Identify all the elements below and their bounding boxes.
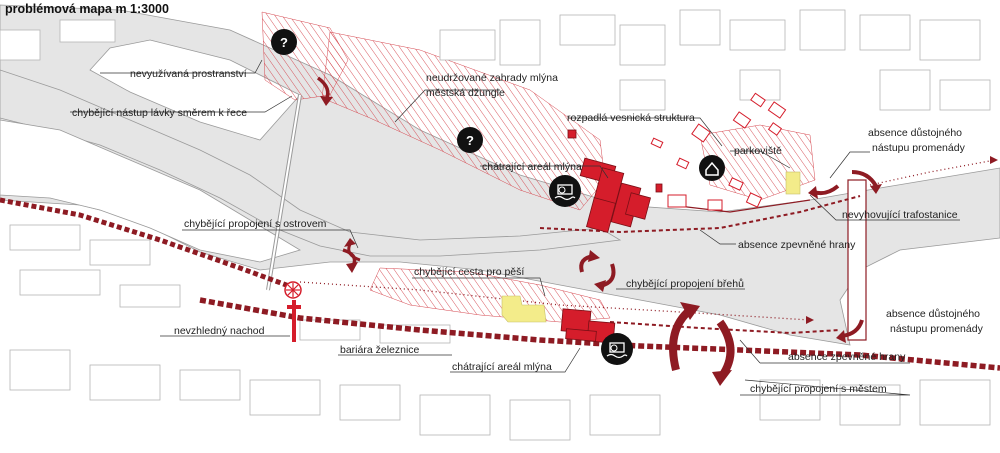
nachod-marker bbox=[292, 300, 296, 342]
arrow-promenady-top bbox=[808, 170, 882, 199]
label-absence-hrany-bot: absence zpevněné hrany bbox=[788, 351, 906, 363]
bank-line-bot bbox=[609, 321, 841, 335]
question-icon: ? bbox=[271, 29, 297, 55]
dotted-path-cesta bbox=[299, 281, 811, 321]
label-bariera: bariára železnice bbox=[340, 344, 420, 356]
label-neudrzovane-1: neudržované zahrady mlýna bbox=[426, 72, 558, 84]
house-icon bbox=[699, 155, 725, 181]
label-absence-dust-bot-1: absence důstojného bbox=[886, 308, 980, 320]
svg-text:?: ? bbox=[280, 35, 288, 50]
arrow-dotted-tip bbox=[806, 156, 998, 324]
river-channel bbox=[0, 69, 622, 257]
label-chybejici-mestem: chybějící propojení s městem bbox=[750, 383, 887, 395]
bank-line-top bbox=[539, 195, 861, 234]
label-chatrajici-bot: chátrající areál mlýna bbox=[452, 361, 552, 373]
question-icon: ? bbox=[457, 127, 483, 153]
leader-lines bbox=[70, 59, 960, 396]
label-absence-hrany-top: absence zpevněné hrany bbox=[738, 239, 856, 251]
label-nevzhledny: nevzhledný nachod bbox=[174, 325, 265, 337]
transformer-icon bbox=[284, 281, 302, 299]
street-line bbox=[669, 199, 811, 213]
context-buildings bbox=[0, 9, 991, 441]
label-parkoviste: parkoviště bbox=[734, 145, 782, 157]
mill-complex-top bbox=[567, 92, 787, 233]
label-chybejici-ostrov: chybějící propojení s ostrovem bbox=[184, 218, 327, 230]
label-absence-dust-top-1: absence důstojného bbox=[868, 127, 962, 139]
island bbox=[0, 119, 301, 263]
label-chybejici-nastup: chybějící nástup lávky směrem k řece bbox=[72, 107, 247, 119]
label-chybejici-cesta: chybějící cesta pro pěší bbox=[414, 266, 524, 278]
railway-main bbox=[199, 297, 1000, 371]
label-nevyuzivana: nevyužívaná prostranství bbox=[130, 68, 247, 80]
label-chatrajici-top: chátrající areál mlýna bbox=[482, 161, 582, 173]
label-absence-dust-bot-2: nástupu promenády bbox=[890, 323, 984, 335]
arrow-mestem bbox=[669, 302, 735, 386]
bridge-right bbox=[847, 179, 867, 341]
hatch-zone-zahrady bbox=[321, 31, 606, 211]
arrow-ostrov bbox=[342, 238, 361, 273]
mill-icon bbox=[601, 333, 633, 365]
arrow-nevyuzivana bbox=[316, 76, 333, 106]
svg-text:?: ? bbox=[466, 133, 474, 148]
yellow-parcel-bottom bbox=[501, 295, 547, 323]
arrow-promenady-bot bbox=[836, 319, 864, 343]
label-absence-dust-top-2: nástupu promenády bbox=[872, 142, 966, 154]
label-rozpadla: rozpadlá vesnická struktura bbox=[567, 112, 695, 124]
mill-icon bbox=[549, 175, 581, 207]
island-north bbox=[89, 39, 301, 141]
label-nevyhovujici: nevyhovující trafostanice bbox=[842, 209, 958, 221]
label-neudrzovane-2: městská džungle bbox=[426, 87, 505, 99]
map-title: problémová mapa m 1:3000 bbox=[5, 2, 169, 16]
yellow-parcel-top bbox=[785, 171, 801, 195]
arrow-brehu bbox=[579, 250, 616, 292]
dotted-path-east bbox=[869, 159, 996, 186]
label-chybejici-brehu: chybějící propojení břehů bbox=[626, 278, 744, 290]
